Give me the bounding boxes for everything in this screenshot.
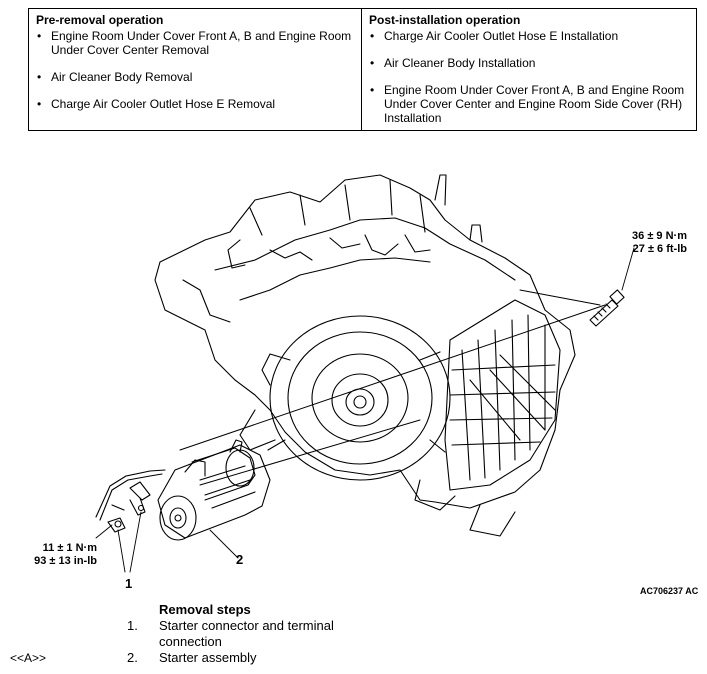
post-installation-item: Charge Air Cooler Outlet Hose E Installa… [369,29,690,43]
torque-value-metric: 11 ± 1 N·m [42,542,97,554]
removal-steps: Removal steps 1. Starter connector and te… [0,600,707,674]
starter-removal-figure: 36 ± 9 N·m 27 ± 6 ft-lb 11 ± 1 N·m 93 ± … [0,140,707,600]
starter-assembly [157,439,271,541]
torque-value-metric: 36 ± 9 N·m [632,230,687,242]
step-text: Starter connector and terminal connectio… [159,618,334,649]
post-installation-item: Engine Room Under Cover Front A, B and E… [369,83,690,125]
axis-line [179,304,606,451]
pre-removal-heading: Pre-removal operation [36,13,164,27]
terminal-torque-spec: 11 ± 1 N·m 93 ± 13 in-lb [22,542,97,568]
axis-line [199,419,421,486]
post-installation-list: Charge Air Cooler Outlet Hose E Installa… [369,29,690,125]
operation-table: Pre-removal operation Engine Room Under … [28,8,697,131]
transaxle-starter-illustration [95,174,635,573]
post-installation-heading: Post-installation operation [369,13,521,27]
bolt-torque-spec: 36 ± 9 N·m 27 ± 6 ft-lb [612,230,687,256]
transaxle-outline [154,174,576,509]
transaxle-side-case [444,299,561,491]
step-reference: <<A>> [10,651,47,665]
post-installation-column: Post-installation operation Charge Air C… [362,9,696,130]
removal-step: 2. Starter assembly [127,650,387,666]
pre-removal-item: Engine Room Under Cover Front A, B and E… [36,29,355,57]
step-text: Starter assembly [159,650,257,665]
pre-removal-item: Air Cleaner Body Removal [36,70,355,84]
removal-step: 1. Starter connector and terminal connect… [127,618,387,650]
callout-2: 2 [236,552,244,567]
post-installation-item: Air Cleaner Body Installation [369,56,690,70]
converter-housing [269,315,451,481]
removal-steps-title: Removal steps [159,602,251,617]
pre-removal-item: Charge Air Cooler Outlet Hose E Removal [36,97,355,111]
pre-removal-column: Pre-removal operation Engine Room Under … [29,9,362,130]
starter-connector [95,469,166,533]
step-number: 1. [127,618,138,633]
step-number: 2. [127,650,138,665]
figure-code: AC706237 AC [640,586,699,596]
callout-1: 1 [125,576,133,591]
mounting-bolt [589,247,635,327]
pre-removal-list: Engine Room Under Cover Front A, B and E… [36,29,355,111]
torque-value-imperial: 27 ± 6 ft-lb [632,243,687,255]
torque-value-imperial: 93 ± 13 in-lb [34,555,97,567]
